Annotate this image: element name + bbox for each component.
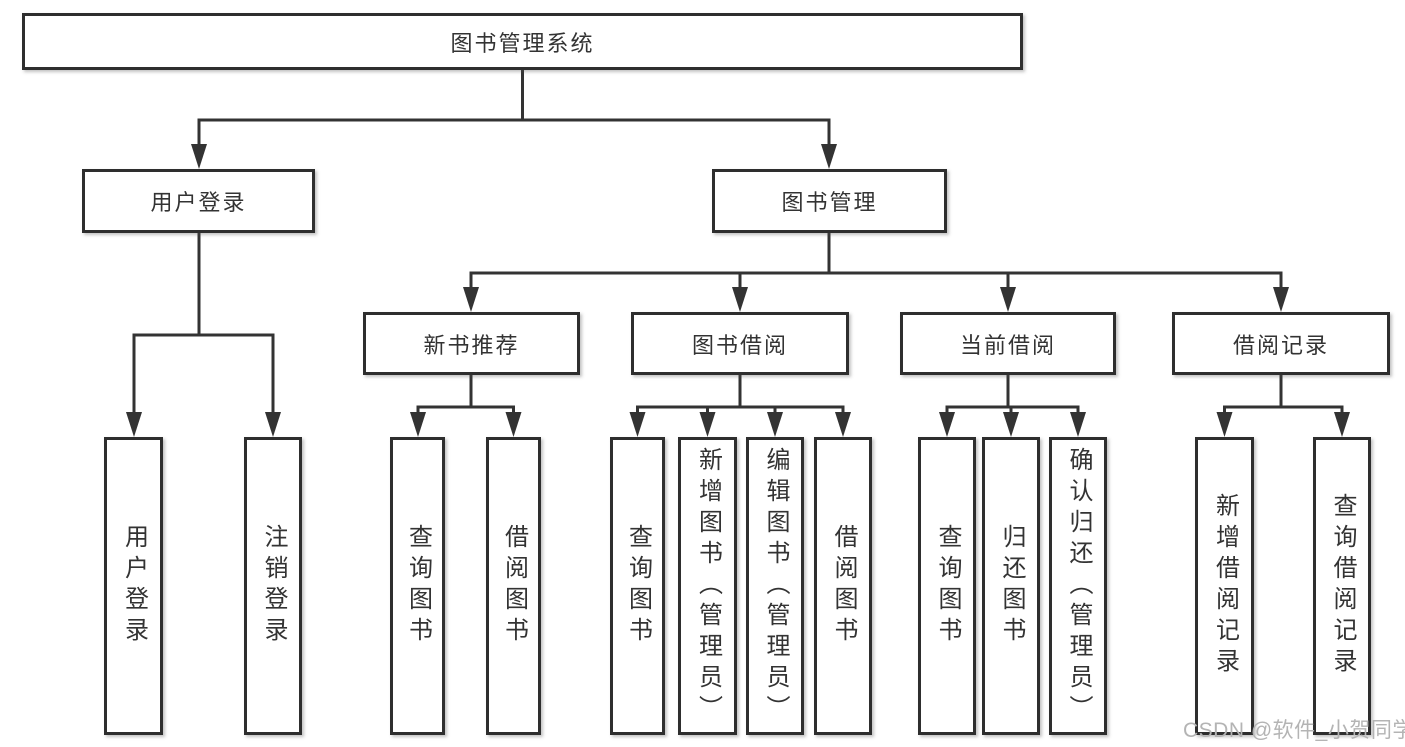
leaf-edit-books-admin-label: 编辑图书（管理员） [762,446,789,726]
node-root-label: 图书管理系统 [450,30,595,56]
leaf-logout-label: 注销登录 [260,524,287,648]
node-root: 图书管理系统 [22,13,1023,70]
leaf-add-borrow-record-label: 新增借阅记录 [1211,493,1239,679]
leaf-query-books-borrow: 查询图书 [610,437,665,735]
leaf-query-borrow-record: 查询借阅记录 [1313,437,1371,735]
node-book-management: 图书管理 [712,169,947,233]
leaf-query-books-recommend-label: 查询图书 [404,524,432,648]
leaf-query-borrow-record-label: 查询借阅记录 [1329,493,1356,679]
node-new-book-recommend-label: 新书推荐 [423,332,520,358]
node-user-login: 用户登录 [82,169,315,233]
node-current-borrow-label: 当前借阅 [959,332,1056,358]
node-book-management-label: 图书管理 [781,190,878,215]
node-borrow-records: 借阅记录 [1172,312,1390,375]
leaf-confirm-return-admin: 确认归还（管理员） [1049,437,1107,735]
leaf-edit-books-admin: 编辑图书（管理员） [746,437,804,735]
leaf-confirm-return-admin-label: 确认归还（管理员） [1065,446,1092,726]
leaf-return-books-label: 归还图书 [998,524,1025,648]
node-book-borrow-label: 图书借阅 [691,332,788,358]
leaf-query-books-borrow-label: 查询图书 [624,524,652,648]
leaf-query-books-recommend: 查询图书 [390,437,445,735]
leaf-user-login: 用户登录 [104,437,163,735]
leaf-borrow-books-label: 借阅图书 [830,524,857,648]
node-borrow-records-label: 借阅记录 [1232,332,1329,358]
node-new-book-recommend: 新书推荐 [363,312,580,375]
leaf-add-books-admin: 新增图书（管理员） [678,437,737,735]
arrowheads [126,144,1350,437]
leaf-user-login-label: 用户登录 [120,524,148,648]
leaf-add-borrow-record: 新增借阅记录 [1195,437,1254,735]
leaf-borrow-books-recommend: 借阅图书 [486,437,541,735]
csdn-watermark: CSDN @软件_小贺同学 [1183,719,1405,742]
leaf-borrow-books-recommend-label: 借阅图书 [500,524,528,648]
node-current-borrow: 当前借阅 [900,312,1116,375]
node-book-borrow: 图书借阅 [631,312,849,375]
leaf-logout: 注销登录 [244,437,302,735]
leaf-query-books-current-label: 查询图书 [934,524,961,648]
node-user-login-label: 用户登录 [150,190,247,215]
leaf-borrow-books: 借阅图书 [814,437,872,735]
leaf-return-books: 归还图书 [982,437,1040,735]
leaf-query-books-current: 查询图书 [918,437,976,735]
leaf-add-books-admin-label: 新增图书（管理员） [694,446,722,726]
